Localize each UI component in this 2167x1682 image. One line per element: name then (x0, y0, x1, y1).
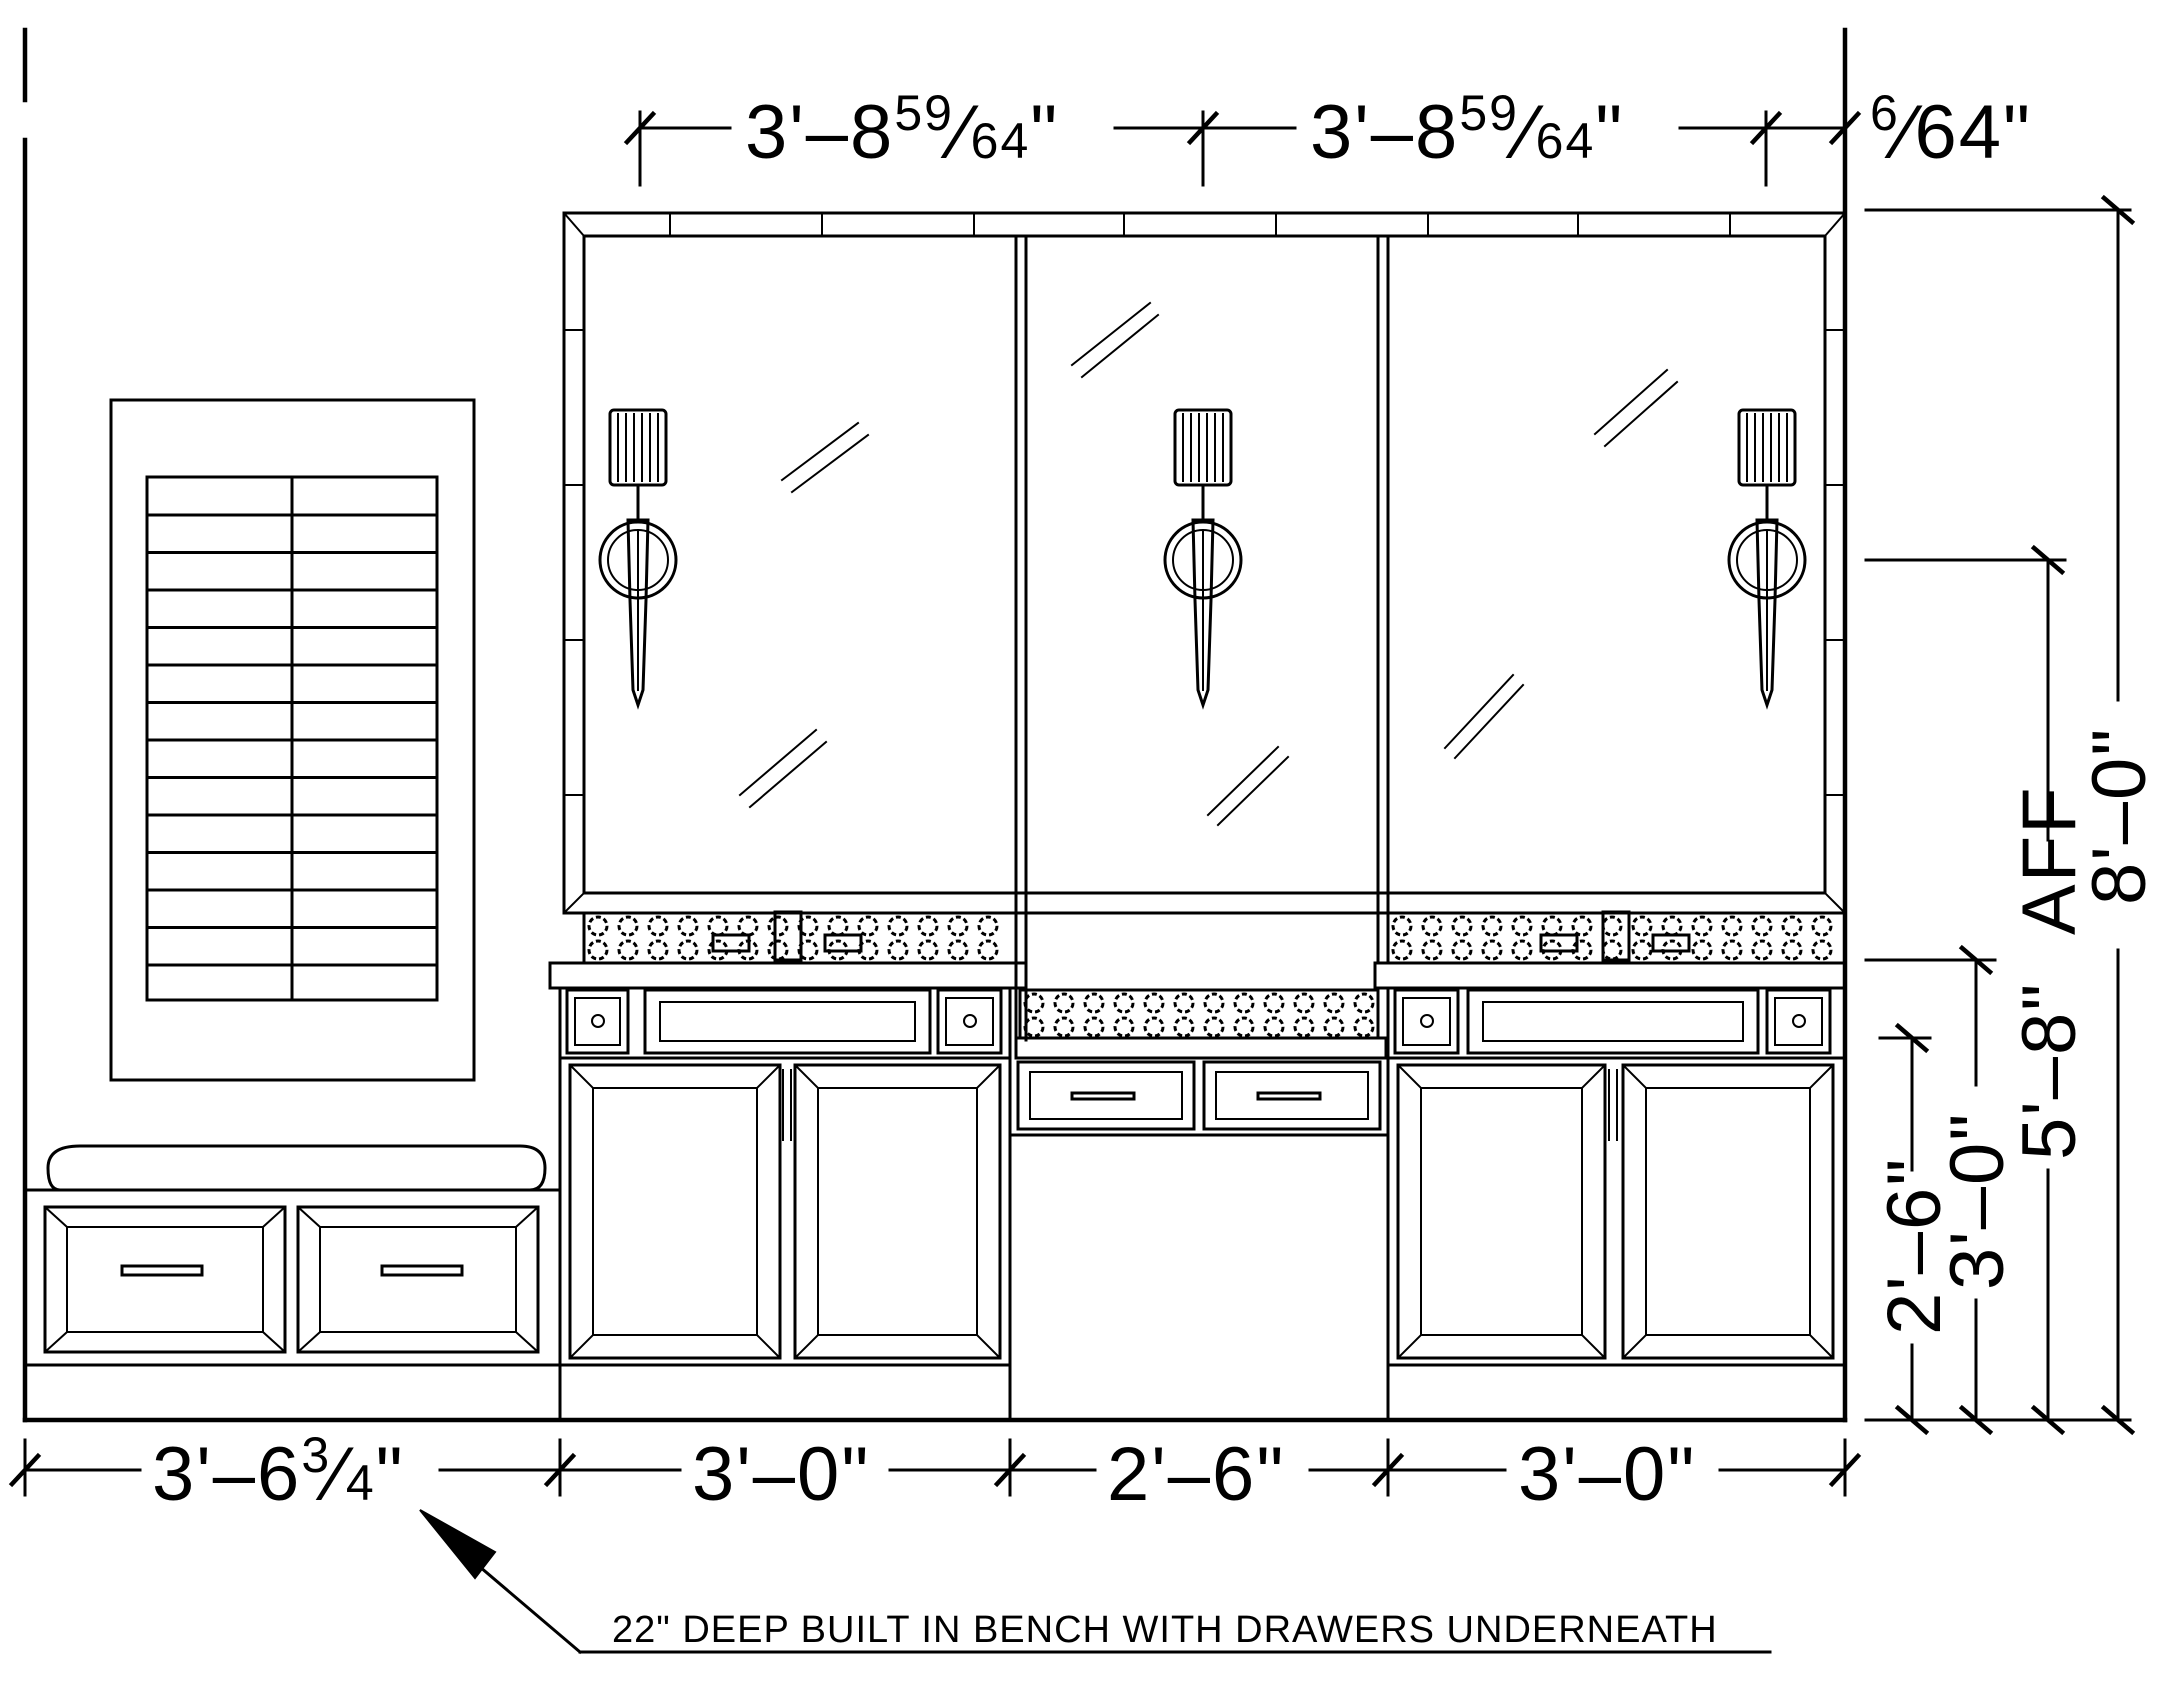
callout-leader (419, 1509, 1772, 1655)
dim-counter-height: 3'–0" (1935, 1112, 2020, 1290)
dim-aff-label: AFF (2007, 785, 2092, 935)
dim-ceiling-height: 8'–0" (2077, 727, 2162, 905)
center-vanity (1008, 1036, 1390, 1422)
dim-center-vanity: 2'–6" (1107, 1432, 1285, 1517)
dim-mirror-center: 3'–859⁄64" (1310, 85, 1624, 175)
svg-text:3'–859⁄64": 3'–859⁄64" (745, 85, 1059, 175)
dim-left-vanity: 3'–0" (692, 1432, 870, 1517)
dim-bench: 3'–63⁄4" (152, 1427, 405, 1517)
dim-mirror-left: 3'–859⁄64" (745, 85, 1059, 175)
mirror-frame (562, 211, 1847, 1042)
callout-text: 22" DEEP BUILT IN BENCH WITH DRAWERS UND… (612, 1609, 1718, 1651)
svg-text:3'–63⁄4": 3'–63⁄4" (152, 1427, 405, 1517)
dim-right-vanity: 3'–0" (1518, 1432, 1696, 1517)
dim-sconce-height: 5'–8" (2007, 982, 2092, 1160)
window-shutter (109, 398, 476, 1082)
bottom-dimension-line (8, 1438, 1862, 1497)
dim-vanity-height: 2'–6" (1872, 1157, 1957, 1335)
right-dimension-lines (1864, 194, 2136, 1436)
built-in-bench (23, 1144, 562, 1422)
wall-sconces (598, 408, 1807, 710)
faucets (711, 910, 1691, 962)
svg-text:6⁄64": 6⁄64" (1870, 85, 2032, 175)
left-vanity (548, 961, 1028, 1422)
right-vanity (1373, 961, 1847, 1422)
svg-text:3'–859⁄64": 3'–859⁄64" (1310, 85, 1624, 175)
dim-mirror-return: 6⁄64" (1870, 85, 2032, 175)
mosaic-backsplash (582, 911, 1847, 1040)
mirror-reflection-marks (738, 301, 1679, 827)
top-dimension-line (623, 110, 1862, 187)
